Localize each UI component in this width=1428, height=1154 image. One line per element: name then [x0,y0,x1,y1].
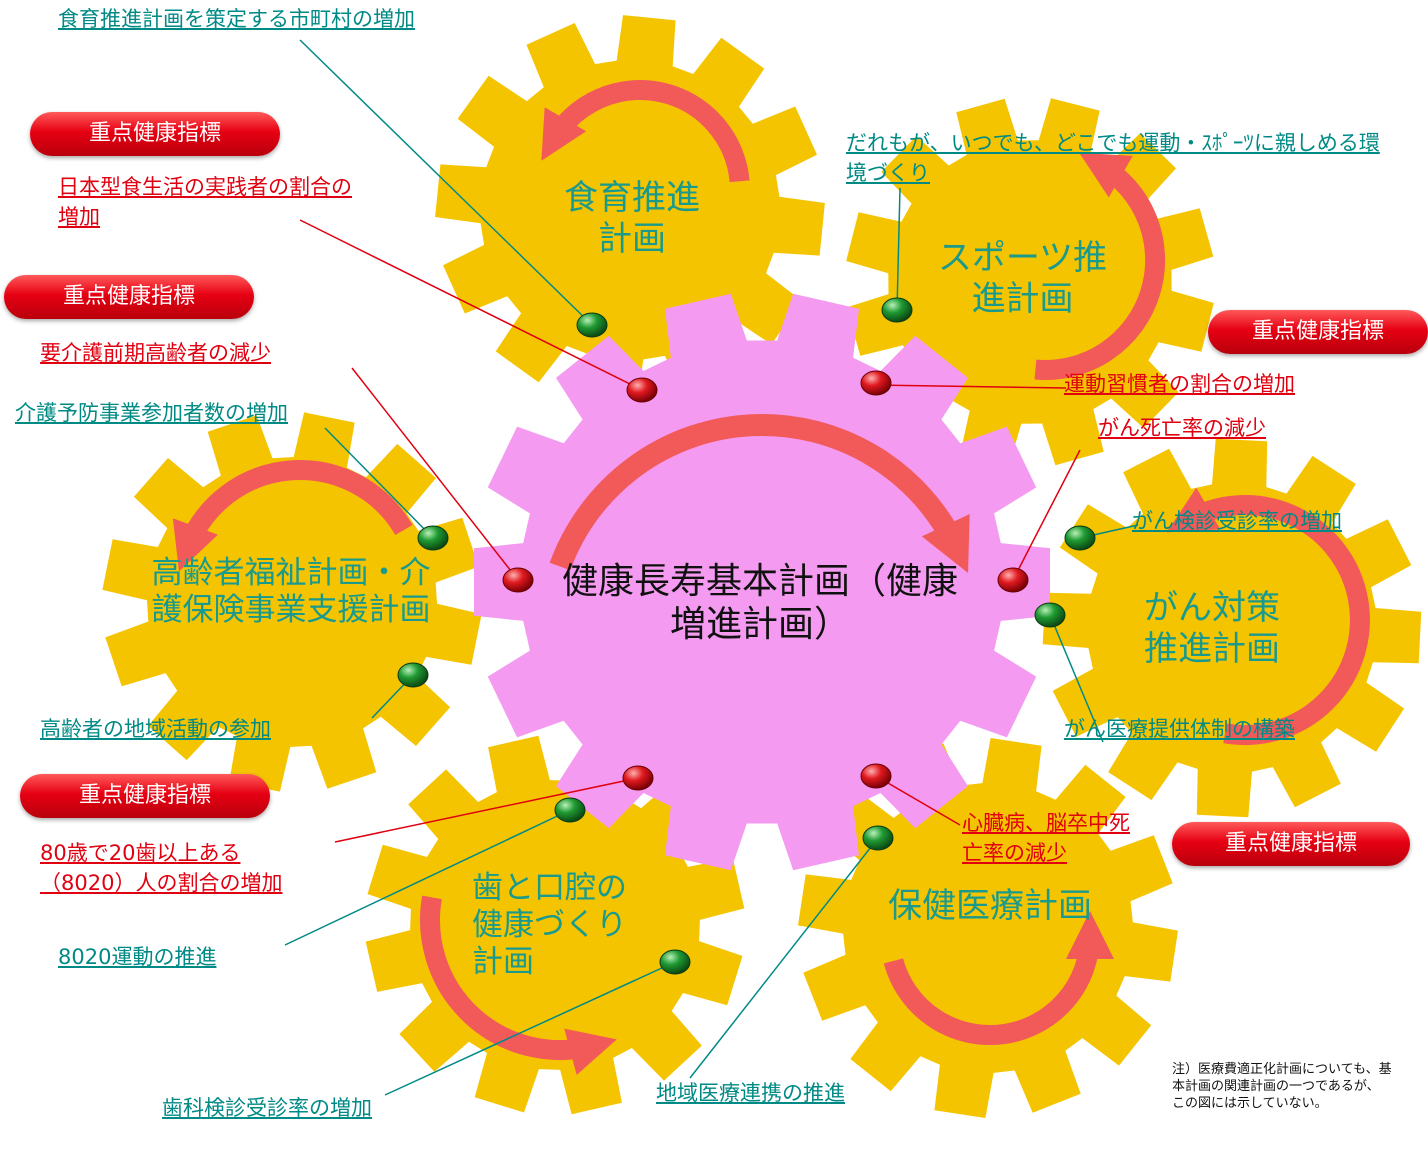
rotation-arrow-medical [883,911,1114,1046]
gear-label-medical: 保健医療計画 [888,886,1092,926]
leader-line-6 [334,777,639,843]
green-dot-marker [576,312,608,338]
leader-line-14 [875,384,1067,389]
red-dot-marker [626,377,658,403]
green-dot-marker [1064,525,1096,551]
red-dot-marker [860,370,892,396]
gear-label-center: 健康長寿基本計画（健康増進計画） [561,561,958,646]
red-dot-marker [860,763,892,789]
leader-line-13 [1012,449,1081,581]
rotation-arrow-dental [420,895,617,1075]
link-heart-stroke[interactable]: 心臓病、脳卒中死亡率の減少 [962,811,1130,866]
footnote: 注）医療費適正化計画についても、基本計画の関連計画の一つであるが、この図には示し… [1172,1062,1392,1111]
leader-line-12 [1049,614,1104,743]
leader-line-1 [299,39,593,326]
link-movement-8020[interactable]: 8020運動の推進 [58,945,217,969]
link-elderly-activity[interactable]: 高齢者の地域活動の参加 [40,717,271,741]
green-dot-marker [1034,602,1066,628]
gear-center [474,293,1050,871]
key-indicator-badge: 重点健康指標 [1208,310,1428,354]
leader-line-7 [284,809,571,946]
leader-line-3 [351,367,519,581]
red-dot-marker [622,765,654,791]
green-dot-marker [417,525,449,551]
green-dot-marker [554,797,586,823]
green-dot-marker [881,297,913,323]
leader-line-9 [689,837,879,1079]
key-indicator-badge: 重点健康指標 [4,275,254,319]
green-dot-marker [862,825,894,851]
rotation-arrow-center [549,413,970,574]
green-dot-marker [397,662,429,688]
green-dot-marker [659,949,691,975]
red-dot-marker [502,567,534,593]
red-dot-marker [997,567,1029,593]
leader-line-10 [875,775,961,826]
leader-line-2 [299,219,643,391]
gear-label-dental: 歯と口腔の健康づくり計画 [472,870,627,981]
link-cancer-death[interactable]: がん死亡率の減少 [1098,416,1266,440]
link-dental-checkup[interactable]: 歯科検診受診率の増加 [162,1096,372,1120]
leader-line-8 [384,961,676,1096]
leader-line-4 [324,427,434,539]
rotation-arrow-sports [1034,152,1166,381]
link-cancer-screening[interactable]: がん検診受診率の増加 [1132,509,1342,533]
link-shokuiku-city[interactable]: 食育推進計画を策定する市町村の増加 [58,7,415,31]
rotation-arrow-elderly [172,460,413,572]
key-indicator-badge: 重点健康指標 [1172,822,1410,866]
link-exercise-habit[interactable]: 運動習慣者の割合の増加 [1064,372,1295,396]
link-pre-elderly-care[interactable]: 要介護前期高齢者の減少 [40,341,271,365]
gear-medical [798,738,1178,1118]
rotation-arrow-shokuiku [541,80,750,183]
gear-label-sports: スポーツ推進計画 [937,238,1108,319]
link-teeth-8020[interactable]: 80歳で20歯以上ある（8020）人の割合の増加 [40,841,283,896]
gear-dental [365,735,745,1115]
key-indicator-badge: 重点健康指標 [30,112,280,156]
gear-label-cancer: がん対策推進計画 [1144,588,1280,669]
link-regional-medical[interactable]: 地域医療連携の推進 [656,1081,845,1105]
link-japanese-diet[interactable]: 日本型食生活の実践者の割合の増加 [58,175,352,230]
rotation-arrow-cancer [1166,487,1370,746]
leader-line-15 [896,187,901,311]
link-care-prevention[interactable]: 介護予防事業参加者数の増加 [15,401,288,425]
key-indicator-badge: 重点健康指標 [20,774,270,818]
link-cancer-care[interactable]: がん医療提供体制の構築 [1064,717,1295,741]
gear-label-shokuiku: 食育推進計画 [564,178,700,259]
gear-label-elderly: 高齢者福祉計画・介護保険事業支援計画 [151,555,431,629]
link-sports-env[interactable]: だれもが、いつでも、どこでも運動・ｽﾎﾟｰﾂに親しめる環境づくり [846,131,1380,186]
